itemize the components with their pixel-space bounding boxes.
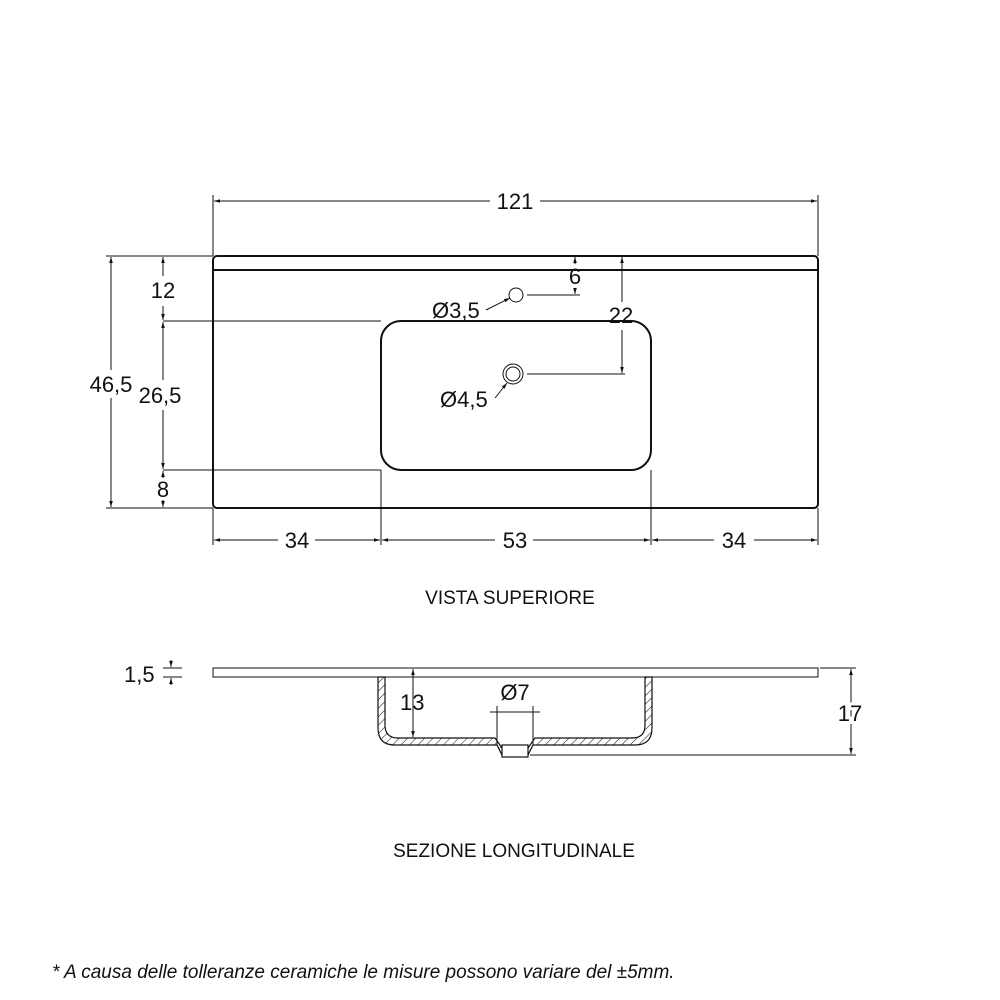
basin-section — [377, 676, 653, 756]
tolerance-footnote: * A causa delle tolleranze ceramiche le … — [52, 962, 675, 983]
dim-front-margin: 8 — [157, 477, 169, 502]
drain-outlet — [501, 744, 529, 758]
dim-basin-width: 53 — [503, 528, 527, 553]
top-view-caption: VISTA SUPERIORE — [425, 588, 595, 609]
dim-total-width: 121 — [497, 189, 534, 214]
section-view: 1,5 13 Ø7 17 SEZIONE LONGITUDINALE — [124, 660, 865, 862]
drain-hole-inner — [505, 366, 521, 382]
dim-total-height: 17 — [838, 701, 862, 726]
dim-tap-offset: 6 — [569, 264, 581, 289]
top-view: 121 46,5 12 26,5 8 6 22 Ø3,5 Ø4,5 — [90, 189, 819, 609]
dim-tap-hole: Ø3,5 — [432, 298, 480, 323]
tap-hole — [508, 287, 524, 303]
dim-back-margin: 12 — [151, 278, 175, 303]
dim-drain-offset: 22 — [609, 303, 633, 328]
slab — [212, 667, 819, 678]
dim-drain-diameter: Ø7 — [500, 680, 529, 705]
dim-total-depth: 46,5 — [90, 372, 133, 397]
dim-basin-depth: 26,5 — [139, 383, 182, 408]
basin-outline — [380, 320, 652, 471]
countertop-outline — [212, 255, 819, 509]
dim-basin-height: 13 — [400, 690, 424, 715]
dim-slab-thickness: 1,5 — [124, 662, 155, 687]
dim-left-margin: 34 — [285, 528, 309, 553]
drain-hole-outer — [502, 363, 524, 385]
section-caption: SEZIONE LONGITUDINALE — [393, 841, 635, 862]
dim-right-margin: 34 — [722, 528, 746, 553]
dim-drain-hole: Ø4,5 — [440, 387, 488, 412]
